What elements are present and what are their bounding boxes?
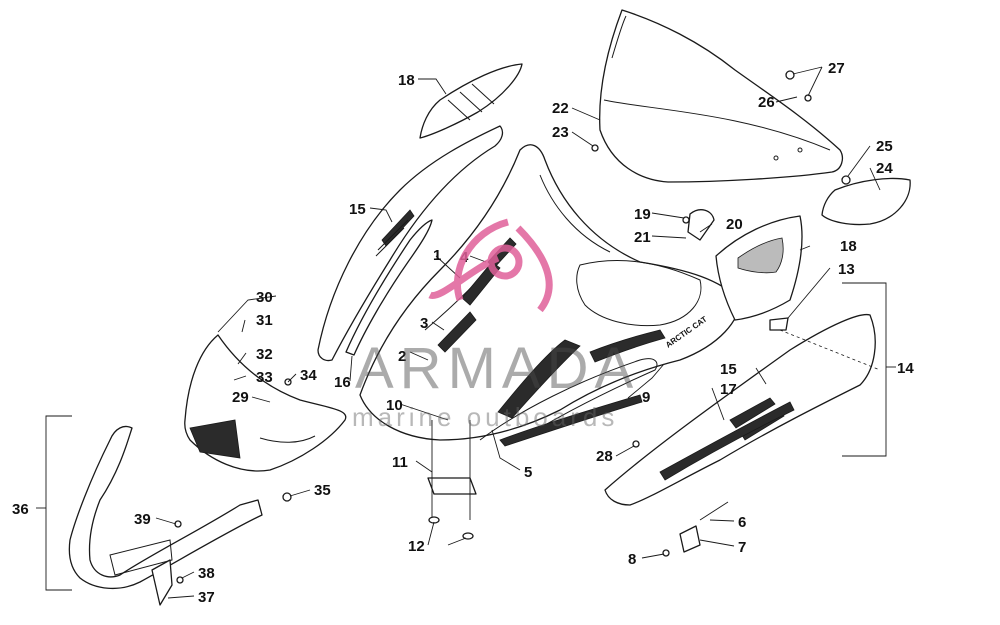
callout-10: 10 [386,397,403,414]
callout-35: 35 [314,482,331,499]
callout-1: 1 [433,247,441,264]
callout-38: 38 [198,565,215,582]
trim-strip [345,219,433,356]
assembly-brackets [36,282,896,591]
callout-11: 11 [392,454,408,471]
callout-31: 31 [256,312,273,329]
watermark: ARMADA marine outboards [352,218,639,432]
callout-32: 32 [256,346,273,363]
right-side-vent [715,215,803,321]
callout-15-left: 15 [349,201,366,218]
callout-36: 36 [12,501,29,518]
callout-16: 16 [334,374,351,391]
callout-12: 12 [408,538,425,555]
callout-21: 21 [634,229,651,246]
callout-19: 19 [634,206,651,223]
brackets-small [679,209,789,553]
vent-mesh-lower [437,311,477,353]
callout-22: 22 [552,100,569,117]
callout-33: 33 [256,369,273,386]
watermark-subtitle: marine outboards [352,402,618,432]
callout-27: 27 [828,60,845,77]
hood-grille [497,329,666,447]
callout-34: 34 [300,367,317,384]
windshield [599,9,843,183]
callout-9: 9 [642,389,650,406]
watermark-logo-icon [428,218,553,313]
callout-23: 23 [552,124,569,141]
front-nose-panel [184,334,347,472]
callout-25: 25 [876,138,893,155]
front-bumper [68,425,263,606]
callout-24: 24 [876,160,893,177]
hood-liner [479,358,658,441]
callout-2: 2 [398,348,406,365]
callout-6: 6 [738,514,746,531]
callout-26: 26 [758,94,775,111]
callout-17: 17 [720,381,737,398]
right-side-panel [604,313,881,506]
callout-8: 8 [628,551,636,568]
callout-39: 39 [134,511,151,528]
callout-13: 13 [838,261,855,278]
callout-29: 29 [232,389,249,406]
hood-bracket [427,420,477,540]
callout-3: 3 [420,315,428,332]
callout-15-right: 15 [720,361,737,378]
callout-7: 7 [738,539,746,556]
upper-vent [419,63,523,139]
leader-lines [155,66,881,599]
callout-28: 28 [596,448,613,465]
callout-14: 14 [897,360,914,377]
callout-20: 20 [726,216,743,233]
watermark-title: ARMADA [355,336,639,401]
callout-18-right: 18 [840,238,857,255]
callout-labels: 1 2 3 4 5 6 7 8 9 10 11 12 13 14 15 15 1… [12,60,914,606]
callout-30: 30 [256,289,273,306]
callout-37: 37 [198,589,215,606]
callout-5: 5 [524,464,532,481]
callout-18-top: 18 [398,72,415,89]
